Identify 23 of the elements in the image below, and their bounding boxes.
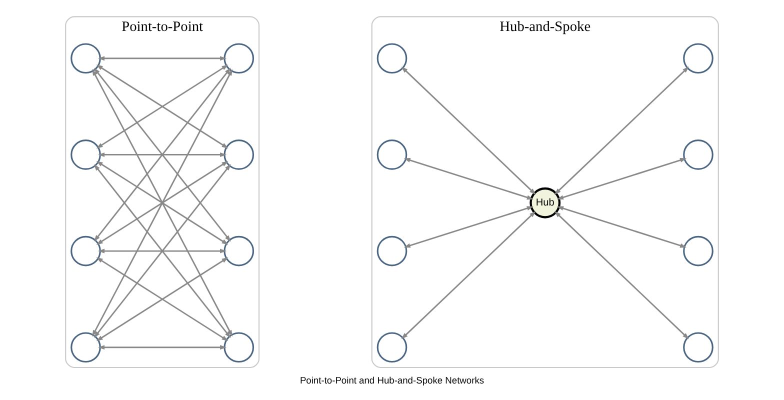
arrow	[96, 160, 228, 245]
arrow	[401, 211, 536, 340]
arrow	[556, 206, 687, 248]
arrow	[556, 158, 687, 200]
arrow	[554, 66, 689, 195]
arrow	[404, 158, 534, 200]
cluster: Point-to-Point	[65, 16, 260, 368]
arrow	[92, 69, 233, 337]
node-circle	[376, 140, 408, 170]
caption: Point-to-Point and Hub-and-Spoke Networks	[300, 376, 484, 386]
node-circle	[683, 236, 714, 266]
arrow	[554, 211, 689, 340]
arrow	[401, 66, 536, 195]
node-circle	[376, 236, 408, 266]
arrow	[98, 56, 227, 61]
arrow	[96, 257, 228, 342]
arrow	[98, 152, 227, 157]
arrow	[96, 64, 228, 148]
arrow	[404, 206, 534, 248]
node-circle	[683, 140, 714, 170]
arrow	[98, 345, 227, 350]
arrow	[94, 68, 231, 242]
arrow	[98, 248, 227, 254]
